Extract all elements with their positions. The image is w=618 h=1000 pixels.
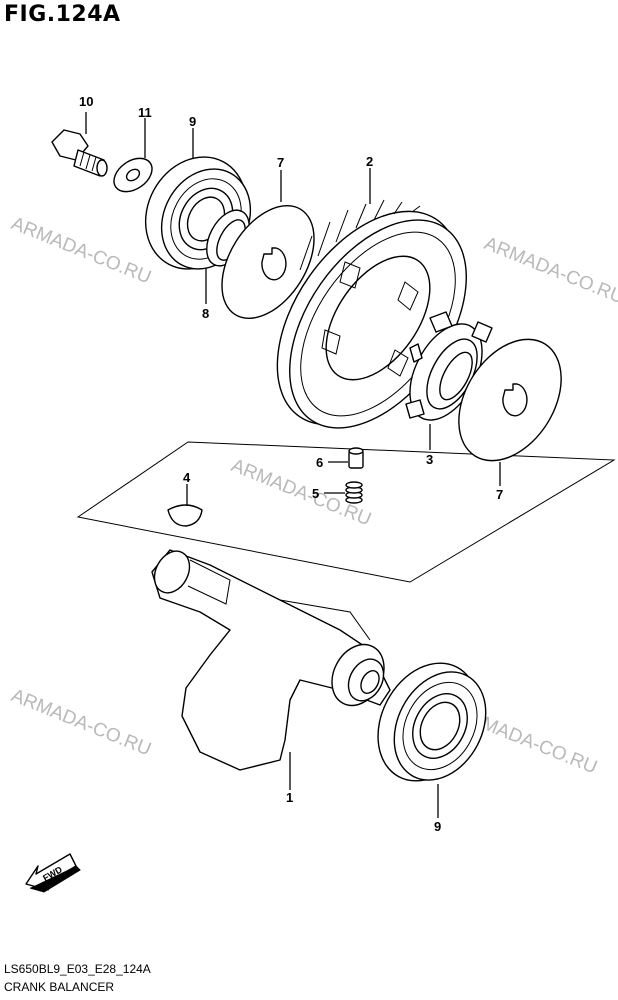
balancer-shaft-part-1 bbox=[151, 549, 391, 771]
callout-9-upper: 9 bbox=[189, 114, 196, 129]
figure-title: FIG.124A bbox=[4, 2, 121, 27]
watermark-2: ARMADA-CO.RU bbox=[481, 233, 618, 308]
key-part-4 bbox=[167, 504, 203, 527]
fwd-arrow-icon: FWD bbox=[25, 853, 81, 893]
callout-7-lower: 7 bbox=[496, 487, 503, 502]
watermark-4: ARMADA-CO.RU bbox=[8, 685, 154, 760]
callout-9-lower: 9 bbox=[434, 819, 441, 834]
pin-part-6 bbox=[348, 447, 364, 469]
hub-part-3 bbox=[405, 311, 493, 421]
spring-part-5 bbox=[345, 481, 363, 504]
callout-11: 11 bbox=[138, 105, 152, 120]
callout-10: 10 bbox=[79, 94, 93, 109]
callout-3: 3 bbox=[426, 452, 433, 467]
assembly-outline bbox=[76, 441, 616, 583]
bearing-part-9-lower bbox=[377, 662, 487, 782]
callout-4: 4 bbox=[183, 470, 191, 485]
leader-lines bbox=[85, 112, 501, 818]
callout-7-upper: 7 bbox=[277, 155, 284, 170]
callout-8: 8 bbox=[202, 306, 209, 321]
bolt-part-10 bbox=[51, 129, 108, 177]
callout-6: 6 bbox=[316, 455, 323, 470]
watermark-1: ARMADA-CO.RU bbox=[8, 213, 154, 288]
washer-part-11 bbox=[113, 157, 153, 193]
callout-labels: 10 11 9 7 2 8 3 6 4 5 7 1 9 bbox=[79, 94, 503, 834]
washer-part-7-upper bbox=[221, 204, 315, 320]
callout-2: 2 bbox=[366, 154, 373, 169]
callout-1: 1 bbox=[286, 790, 293, 805]
washer-part-7-lower bbox=[458, 338, 562, 462]
figure-code: LS650BL9_E03_E28_124A bbox=[4, 962, 151, 976]
figure-name: CRANK BALANCER bbox=[4, 980, 115, 994]
callout-5: 5 bbox=[312, 486, 319, 501]
